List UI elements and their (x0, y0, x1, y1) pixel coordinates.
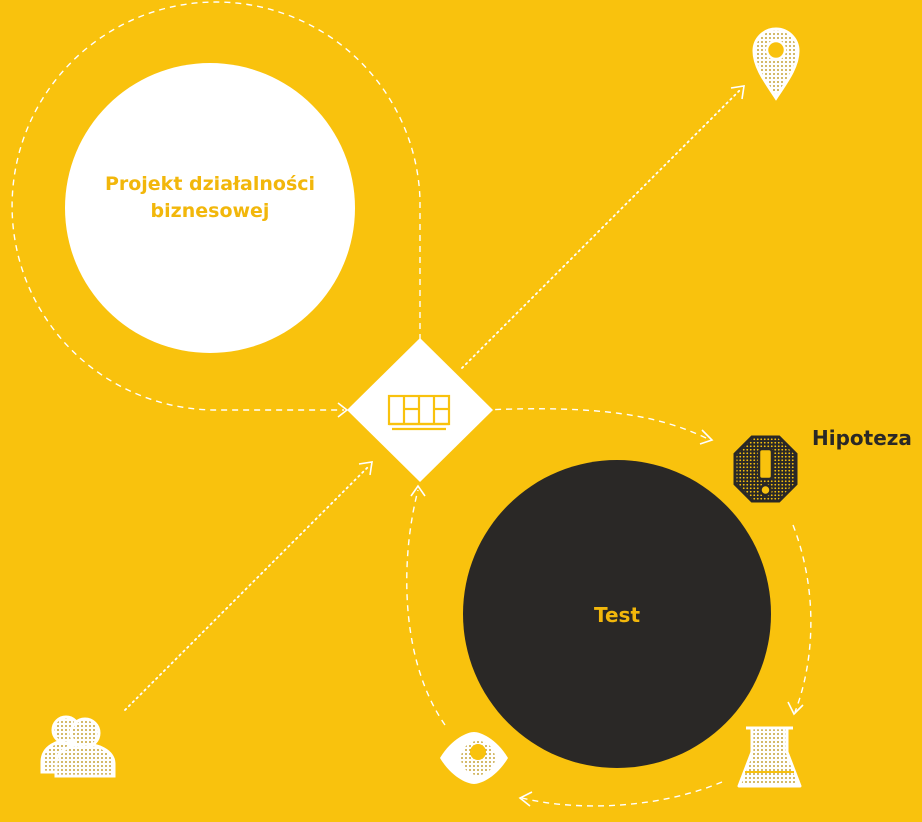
hypothesis-label: Hipoteza (812, 426, 912, 450)
arrowhead-from-customers (358, 461, 373, 476)
connector-from-customers (124, 464, 371, 711)
test-circle (463, 460, 771, 768)
lab-flask-icon[interactable] (737, 726, 802, 788)
project-loop-connector (11, 1, 421, 411)
canvas-diamond[interactable] (347, 338, 493, 482)
arrowhead-to-experiment (787, 701, 804, 716)
connector-to-hypothesis (483, 408, 711, 441)
test-label: Test (593, 603, 640, 627)
connector-to-location (461, 87, 743, 369)
location-pin-icon[interactable] (752, 27, 800, 101)
warning-octagon-icon[interactable] (733, 435, 798, 503)
connector-observe-to-canvas (406, 489, 446, 726)
arrowhead-to-observe (518, 791, 533, 807)
arrowhead-to-location (730, 85, 745, 100)
eye-icon[interactable] (440, 732, 508, 784)
arrowhead-to-canvas-bottom (410, 484, 426, 497)
project-label: Projekt działalności biznesowej (104, 173, 316, 222)
connector-hypothesis-to-experiment (792, 524, 812, 713)
customers-icon[interactable] (40, 715, 116, 778)
project-circle (65, 63, 355, 353)
canvas-grid-icon (387, 394, 451, 431)
connector-experiment-to-observe (521, 781, 723, 807)
arrowhead-to-hypothesis (699, 429, 714, 445)
